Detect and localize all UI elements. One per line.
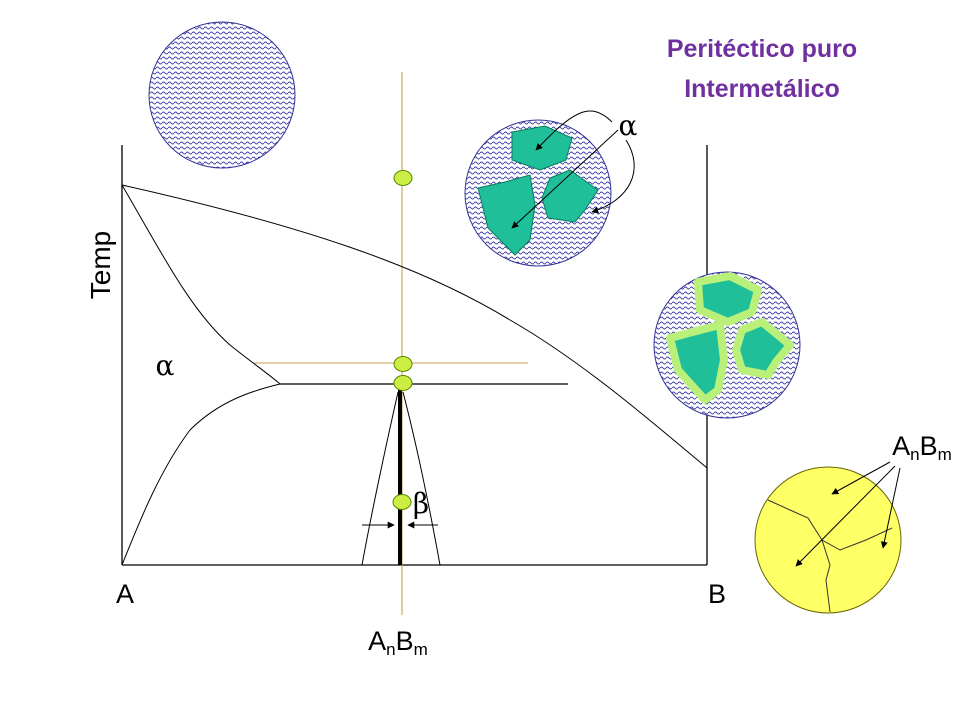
compound-sub-n: n: [910, 445, 919, 464]
beta-phase-label: β: [413, 487, 429, 520]
beta-left-boundary: [361, 391, 399, 566]
rimmed-grain-3: [732, 318, 794, 379]
compound-arrow-3: [880, 467, 901, 549]
compound-base-b: B: [920, 431, 938, 461]
component-a-label: A: [116, 579, 134, 609]
compound-arrow-2: [795, 465, 896, 567]
marker-peritectic: [393, 375, 413, 391]
microstructure-peritectic: [653, 271, 801, 419]
microstructure-liquid-alpha: α: [464, 109, 638, 267]
alpha-arrow-3: [591, 139, 635, 214]
alpha-grain-3: [541, 169, 599, 223]
compound-micro-label: AnBm: [892, 431, 952, 464]
beta-right-boundary: [402, 391, 441, 566]
liquidus-line: [121, 184, 708, 469]
alpha-liquidus-line: [121, 184, 281, 385]
microstructure-intermetallic: AnBm: [754, 431, 952, 614]
composition-sub-n: n: [386, 640, 395, 659]
alpha-phase-label: α: [156, 349, 175, 382]
composition-label: AnBm: [368, 626, 428, 659]
compound-base-a: A: [892, 431, 910, 461]
y-axis-label: Temp: [85, 231, 116, 299]
marker-liquid: [393, 170, 413, 186]
composition-base-b: B: [396, 626, 414, 656]
marker-above-peritectic: [393, 356, 413, 372]
marker-beta: [392, 494, 412, 510]
alpha-arrow-2: [511, 129, 619, 229]
compound-sub-m: m: [938, 445, 952, 464]
component-b-label: B: [708, 579, 726, 609]
title-line-2: Intermetálico: [684, 75, 840, 103]
composition-base-a: A: [368, 626, 386, 656]
composition-sub-m: m: [414, 640, 428, 659]
alpha-arrow-1: [535, 110, 613, 151]
alpha-micro-label: α: [619, 109, 638, 142]
grain-boundary-2: [821, 539, 831, 613]
rimmed-grain-2: [666, 321, 728, 404]
alpha-grain-2: [477, 174, 536, 256]
compound-arrow-1: [831, 461, 891, 495]
alpha-solvus-line: [121, 383, 281, 566]
rimmed-grain-1: [694, 272, 762, 326]
microstructure-liquid: [148, 21, 296, 169]
title-line-1: Peritéctico puro: [667, 35, 857, 63]
